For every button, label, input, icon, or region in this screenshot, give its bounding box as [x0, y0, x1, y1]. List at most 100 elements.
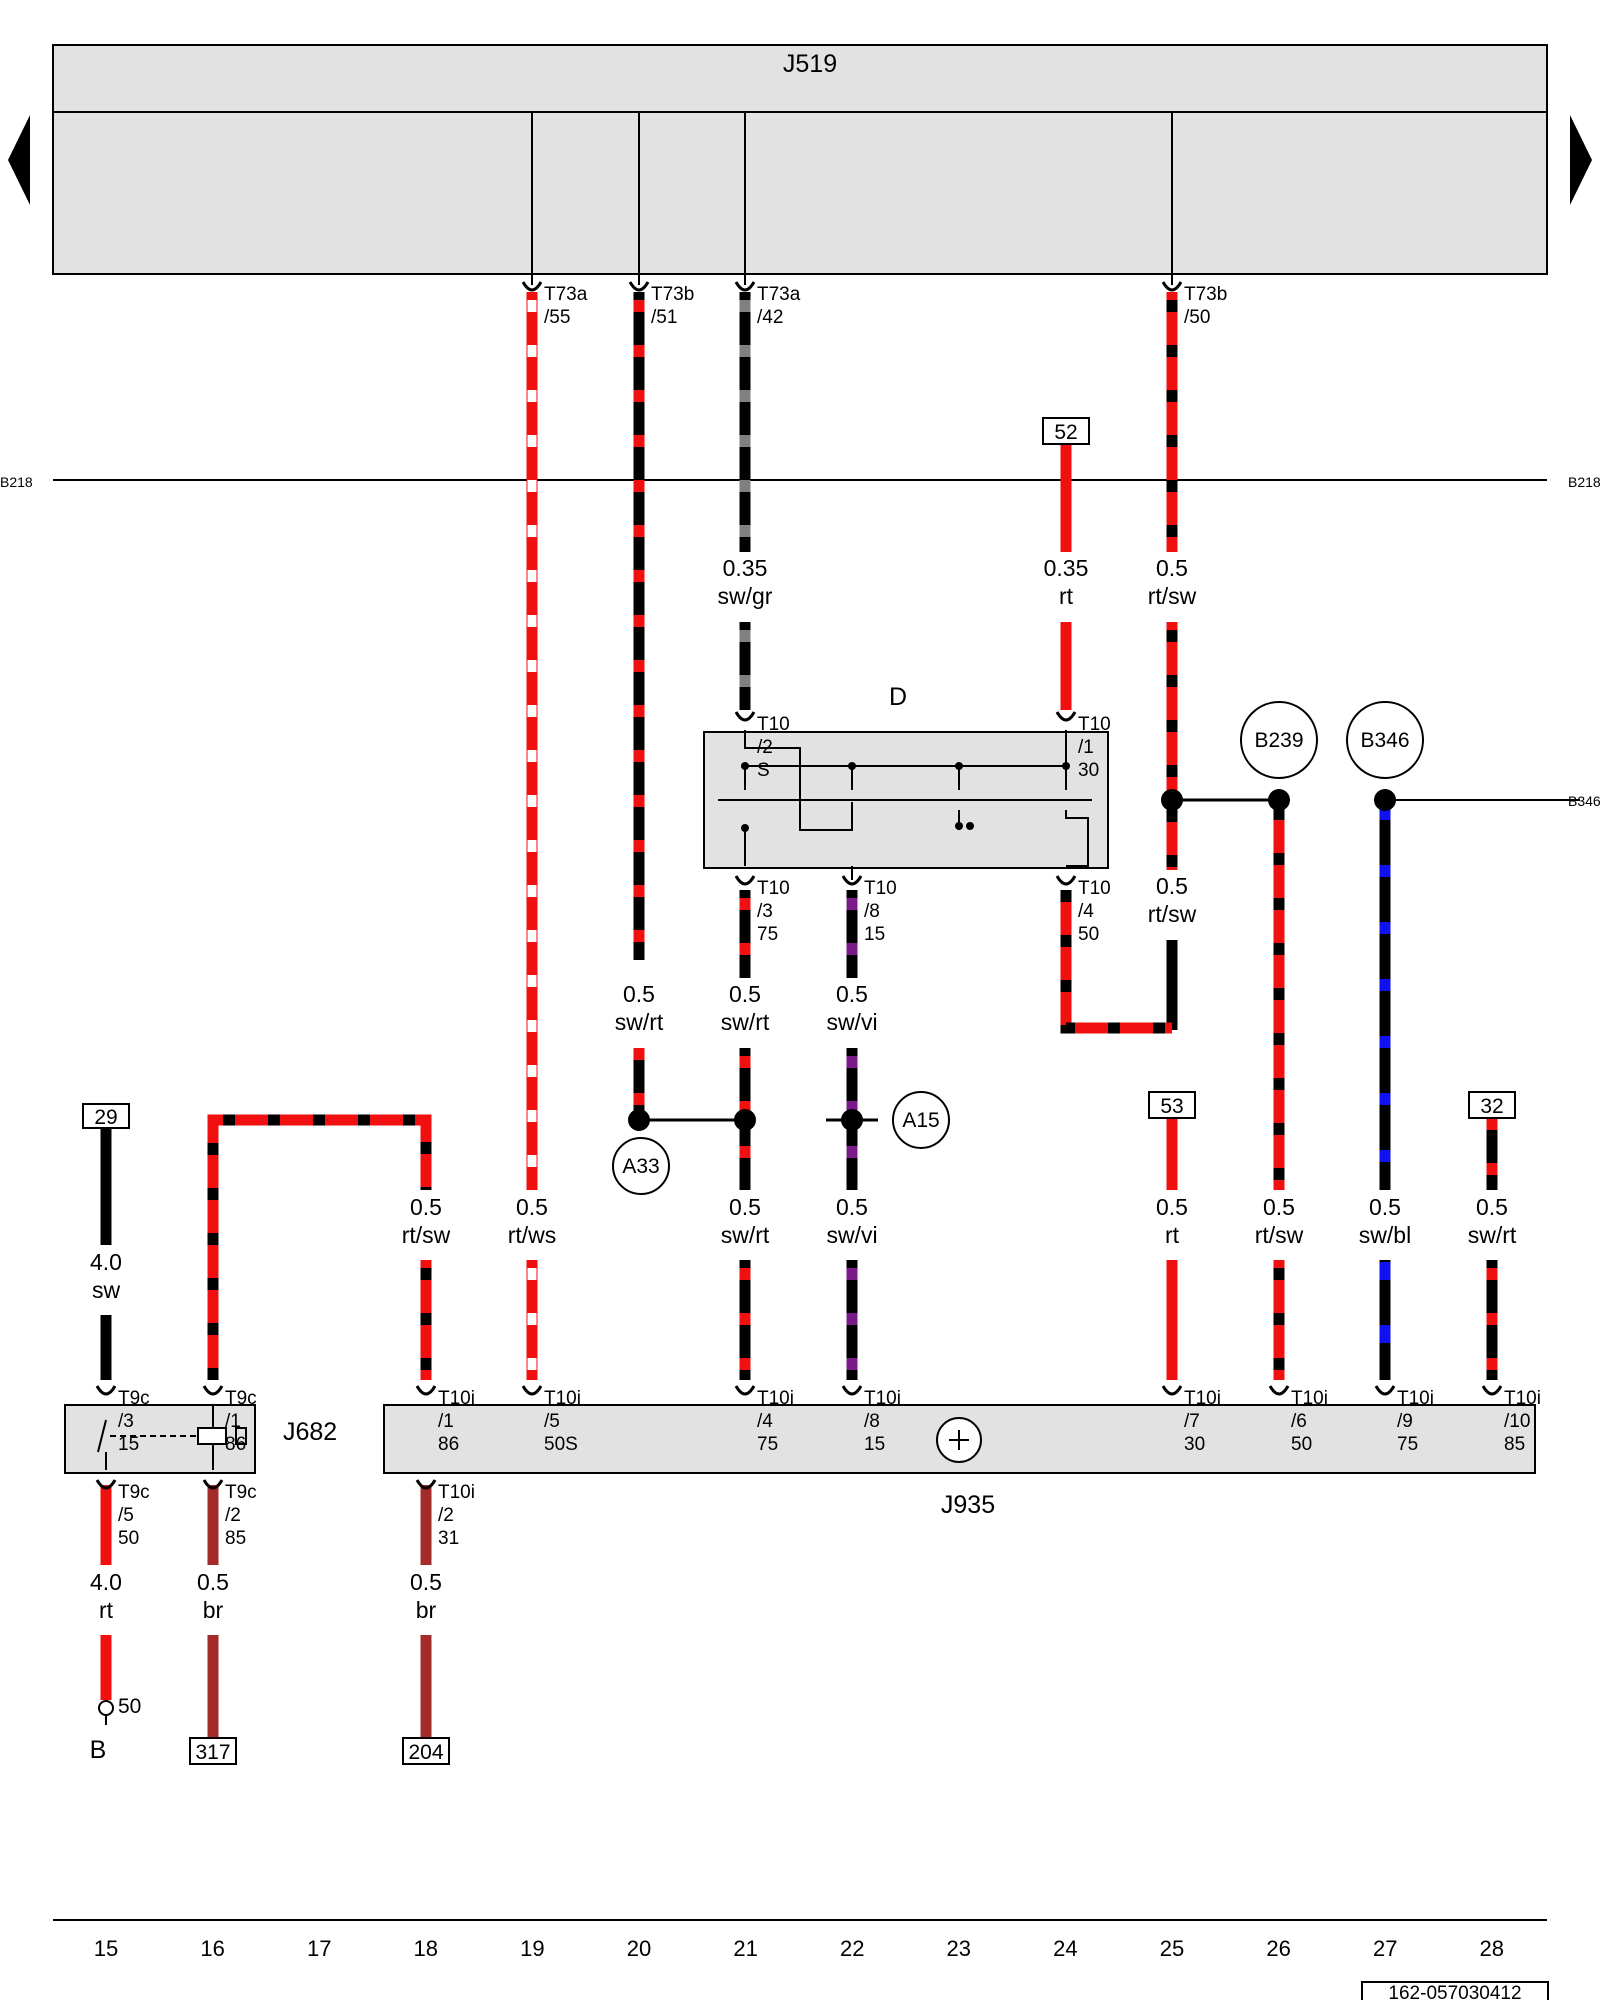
w20a-color: sw/rt — [615, 1009, 664, 1035]
column-number: 20 — [627, 1936, 651, 1961]
t9c3-label-1: /3 — [118, 1411, 134, 1432]
t10_1-label-0: T10 — [1078, 714, 1111, 735]
w21bot-color: sw/rt — [721, 1222, 770, 1248]
b-label: B — [90, 1736, 107, 1764]
t10i6-connector-mark — [1268, 1385, 1290, 1396]
w19a-size: 0.5 — [516, 1194, 548, 1220]
b346-line-label: B346 — [1568, 793, 1600, 809]
t73b50-connector-mark — [1161, 281, 1183, 292]
t10_3-connector-mark — [734, 875, 756, 886]
column-number: 19 — [520, 1936, 544, 1961]
w28bot-color: sw/rt — [1468, 1222, 1517, 1248]
column-number: 15 — [94, 1936, 118, 1961]
t10i7-label-2: 30 — [1184, 1434, 1205, 1455]
j935-label: J935 — [941, 1491, 995, 1519]
t10_1-label-2: 30 — [1078, 760, 1099, 781]
t10i5-connector-mark — [521, 1385, 543, 1396]
t10_2-connector-mark — [734, 711, 756, 722]
t10_8-connector-mark — [841, 875, 863, 886]
t10i4-label-0: T10i — [757, 1388, 794, 1409]
t10i5-label-2: 50S — [544, 1434, 578, 1455]
t10i8-label-2: 15 — [864, 1434, 885, 1455]
t9c1-label-0: T9c — [225, 1388, 257, 1409]
t10i4-label-2: 75 — [757, 1434, 778, 1455]
ref-53: 53 — [1160, 1095, 1183, 1118]
w20a-size: 0.5 — [623, 981, 655, 1007]
b218-right-label: B218 — [1568, 474, 1600, 490]
w22bot-size: 0.5 — [836, 1194, 868, 1220]
w25top-size: 0.5 — [1156, 555, 1188, 581]
column-number: 18 — [414, 1936, 438, 1961]
t73a55-connector-mark — [521, 281, 543, 292]
a33-circle: A33 — [622, 1155, 659, 1178]
w22mid-size: 0.5 — [836, 981, 868, 1007]
wire-labels: 0.35 sw/gr 0.35 rt 0.5 rt/sw 0.5 rt/sw 0… — [90, 555, 1517, 1623]
w25bot-color: rt — [1165, 1222, 1180, 1248]
d-label: D — [889, 683, 907, 711]
t73a55-label-0: T73a — [544, 284, 588, 305]
j682-label: J682 — [283, 1418, 337, 1446]
ref-boxes: 52 53 32 29 317 204 — [82, 417, 1516, 1765]
t10i7-label-0: T10i — [1184, 1388, 1221, 1409]
t10_2-label-2: S — [757, 760, 770, 781]
w15top-color: sw — [92, 1277, 121, 1303]
t9c1-label-1: /1 — [225, 1411, 241, 1432]
t10i5-label-1: /5 — [544, 1411, 560, 1432]
page-forward-arrow-icon[interactable] — [1570, 115, 1592, 205]
column-number: 28 — [1480, 1936, 1504, 1961]
b239-circle: B239 — [1254, 729, 1303, 752]
t10i1-connector-mark — [415, 1385, 437, 1396]
t10i9-label-2: 75 — [1397, 1434, 1418, 1455]
b-terminal-pin: 50 — [118, 1695, 141, 1718]
t10_8-label-0: T10 — [864, 878, 897, 899]
column-number: 27 — [1373, 1936, 1397, 1961]
t10i9-connector-mark — [1374, 1385, 1396, 1396]
relay-j682: J682 — [64, 1404, 337, 1474]
t10i2-connector-mark — [415, 1479, 437, 1490]
w21top-color: sw/gr — [718, 583, 773, 609]
t10i4-connector-mark — [734, 1385, 756, 1396]
w25bot-size: 0.5 — [1156, 1194, 1188, 1220]
t73b50-label-1: /50 — [1184, 307, 1210, 328]
t10i8-label-0: T10i — [864, 1388, 901, 1409]
w18bot-color: br — [416, 1597, 437, 1623]
j519-label: J519 — [783, 50, 837, 78]
page-back-arrow-icon[interactable] — [8, 115, 30, 205]
w18-size: 0.5 — [410, 1194, 442, 1220]
ref-circles: B239 B346 A33 A15 — [612, 701, 1424, 1195]
t10i8-connector-mark — [841, 1385, 863, 1396]
t10i7-label-1: /7 — [1184, 1411, 1200, 1432]
t10i10-label-1: /10 — [1504, 1411, 1530, 1432]
t73a42-label-1: /42 — [757, 307, 783, 328]
t10i8-label-1: /8 — [864, 1411, 880, 1432]
t73a42-connector-mark — [734, 281, 756, 292]
t10_4-connector-mark — [1055, 875, 1077, 886]
b346-circle: B346 — [1360, 729, 1409, 752]
diagram-code: 162-057030412 — [1388, 1983, 1521, 2000]
t9c2-label-1: /2 — [225, 1505, 241, 1526]
t9c1-connector-mark — [202, 1385, 224, 1396]
t10_2-label-1: /2 — [757, 737, 773, 758]
t10i10-label-0: T10i — [1504, 1388, 1541, 1409]
t10i7-connector-mark — [1161, 1385, 1183, 1396]
w21bot-size: 0.5 — [729, 1194, 761, 1220]
t10_4-label-2: 50 — [1078, 924, 1099, 945]
ref-29: 29 — [94, 1106, 117, 1129]
ignition-switch-d: D — [703, 683, 1109, 880]
t73b51-label-0: T73b — [651, 284, 694, 305]
t10_3-label-0: T10 — [757, 878, 790, 899]
j519-control-unit: J519 — [52, 44, 1548, 285]
w25mid-size: 0.5 — [1156, 873, 1188, 899]
w21mid-size: 0.5 — [729, 981, 761, 1007]
ref-52: 52 — [1054, 421, 1077, 444]
w25mid-color: rt/sw — [1148, 901, 1197, 927]
w15bot-color: rt — [99, 1597, 114, 1623]
t10i6-label-1: /6 — [1291, 1411, 1307, 1432]
w18-color: rt/sw — [402, 1222, 451, 1248]
column-number: 25 — [1160, 1936, 1184, 1961]
t10_1-connector-mark — [1055, 711, 1077, 722]
t9c5-label-0: T9c — [118, 1482, 150, 1503]
column-number: 24 — [1053, 1936, 1077, 1961]
